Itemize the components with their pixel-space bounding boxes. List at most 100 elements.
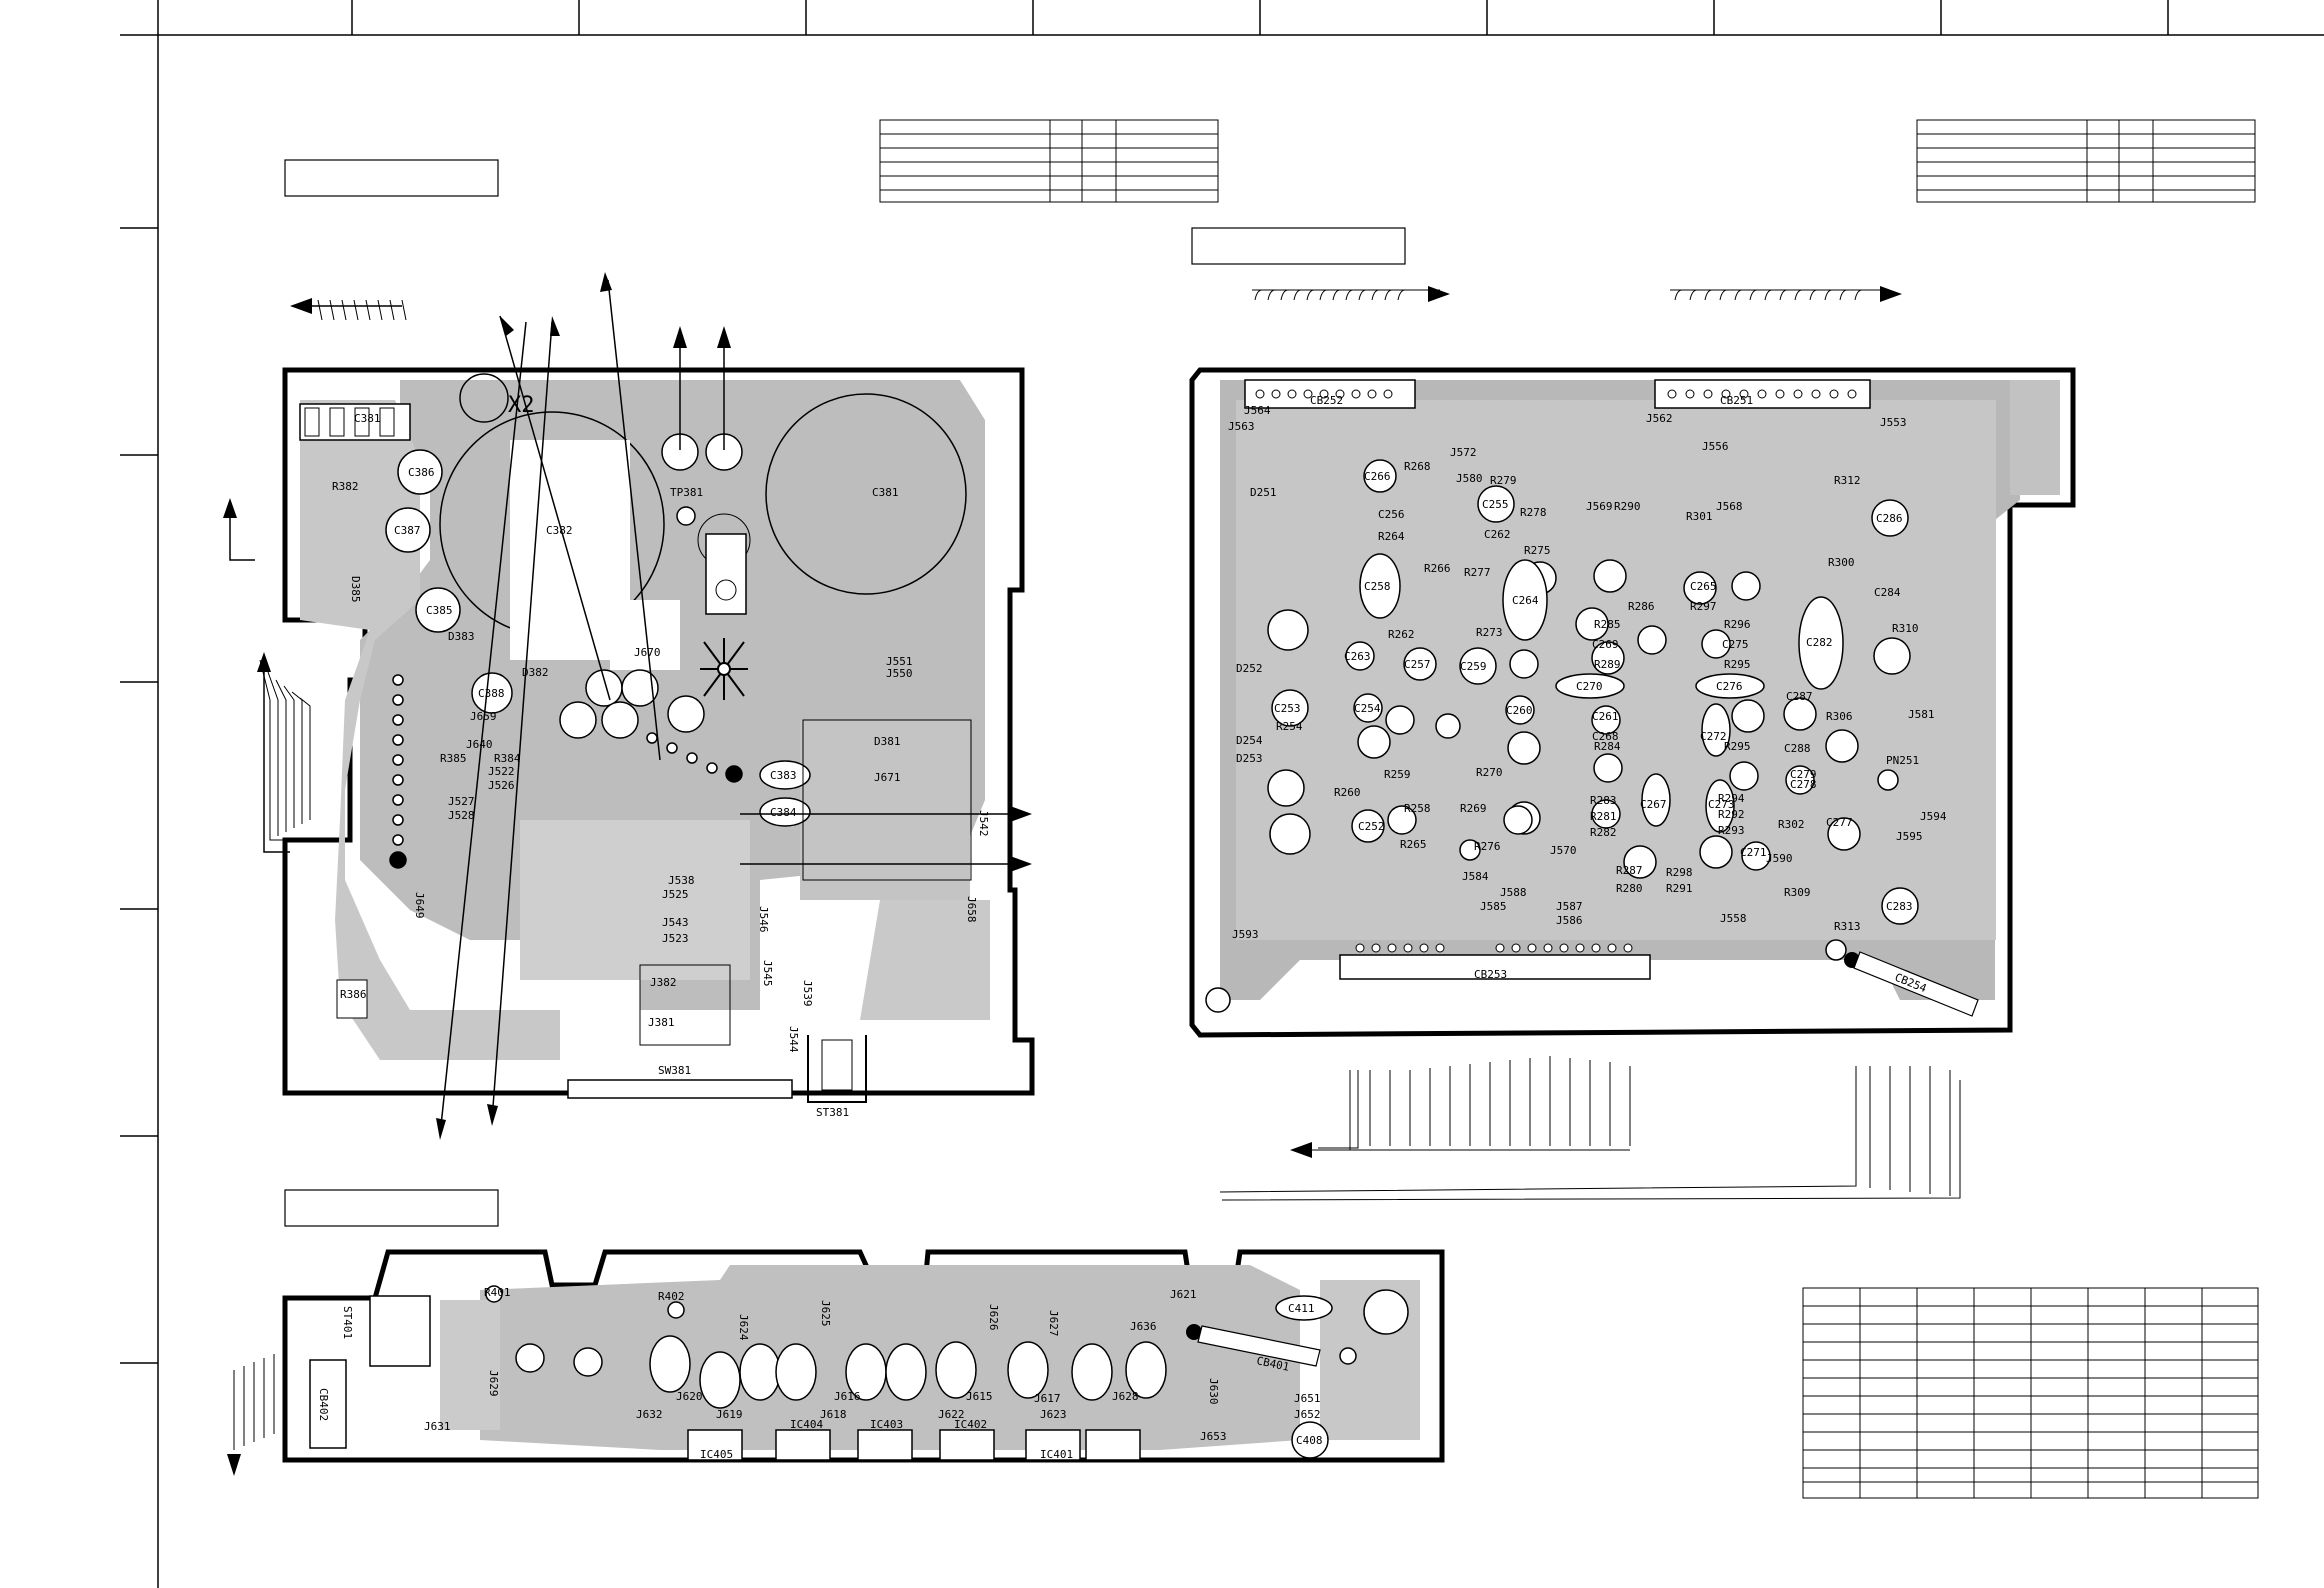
label-r289: R289 [1594, 658, 1621, 671]
label-j631: J631 [424, 1420, 451, 1433]
label-sw381: SW381 [658, 1064, 691, 1077]
label-c381-top: C381 [354, 412, 381, 425]
label-j587: J587 [1556, 900, 1583, 913]
label-r260: R260 [1334, 786, 1361, 799]
label-r302: R302 [1778, 818, 1805, 831]
label-j542: J542 [977, 810, 990, 837]
label-j544: J544 [787, 1026, 800, 1053]
label-box-display [284, 1189, 499, 1227]
label-c278: C278 [1790, 778, 1817, 791]
label-j585: J585 [1480, 900, 1507, 913]
power-arrows [229, 279, 1010, 1136]
label-r270: R270 [1476, 766, 1503, 779]
c386-capacitor [397, 449, 443, 495]
label-c382: C382 [546, 524, 573, 537]
label-r385: R385 [440, 752, 467, 765]
label-j625: J625 [819, 1300, 832, 1327]
label-j621: J621 [1170, 1288, 1197, 1301]
label-r401: R401 [484, 1286, 511, 1299]
label-r292: R292 [1718, 808, 1745, 821]
label-j545: J545 [761, 960, 774, 987]
label-c275: C275 [1722, 638, 1749, 651]
label-c269: C269 [1592, 638, 1619, 651]
label-r275: R275 [1524, 544, 1551, 557]
label-r310: R310 [1892, 622, 1919, 635]
label-r273: R273 [1476, 626, 1503, 639]
label-r293: R293 [1718, 824, 1745, 837]
label-r259: R259 [1384, 768, 1411, 781]
main-arrow-heads [1290, 286, 1902, 1158]
label-j616: J616 [834, 1390, 861, 1403]
label-boxes [284, 159, 1406, 1227]
reference-table-3 [1802, 1287, 2259, 1499]
main-wire-bundles [1219, 289, 1961, 1201]
page-frame [120, 0, 2324, 1588]
label-r265: R265 [1400, 838, 1427, 851]
label-r278: R278 [1520, 506, 1547, 519]
label-c288: C288 [1784, 742, 1811, 755]
label-c282: C282 [1806, 636, 1833, 649]
label-j570: J570 [1550, 844, 1577, 857]
label-j525: J525 [662, 888, 689, 901]
label-r258: R258 [1404, 802, 1431, 815]
label-cb252: CB252 [1310, 394, 1343, 407]
label-cb251: CB251 [1720, 394, 1753, 407]
label-r306: R306 [1826, 710, 1853, 723]
label-j543: J543 [662, 916, 689, 929]
label-j562: J562 [1646, 412, 1673, 425]
label-d251: D251 [1250, 486, 1277, 499]
label-c268: C268 [1592, 730, 1619, 743]
label-cb402: CB402 [317, 1388, 330, 1421]
label-j628: J628 [1112, 1390, 1139, 1403]
label-c284: C284 [1874, 586, 1901, 599]
label-j620: J620 [676, 1390, 703, 1403]
label-j381: J381 [648, 1016, 675, 1029]
power-relay [705, 533, 747, 615]
label-c261: C261 [1592, 710, 1619, 723]
label-r284: R284 [1594, 740, 1621, 753]
label-ic401: IC401 [1040, 1448, 1073, 1461]
label-j564: J564 [1244, 404, 1271, 417]
label-x2: X2 [508, 393, 535, 418]
label-box-power [284, 159, 499, 197]
label-j523: J523 [662, 932, 689, 945]
label-j558: J558 [1720, 912, 1747, 925]
label-j528: J528 [448, 809, 475, 822]
label-j653: J653 [1200, 1430, 1227, 1443]
display-knob [1363, 1289, 1409, 1335]
label-c387: C387 [394, 524, 421, 537]
label-r297: R297 [1690, 600, 1717, 613]
label-pn251: PN251 [1886, 754, 1919, 767]
c385-capacitor [415, 587, 461, 633]
label-st401: ST401 [341, 1306, 354, 1339]
c388-capacitor [471, 672, 513, 714]
label-c276: C276 [1716, 680, 1743, 693]
label-j569: J569 [1586, 500, 1613, 513]
label-j538: J538 [668, 874, 695, 887]
label-r276: R276 [1474, 840, 1501, 853]
display-arrow-head [227, 1454, 241, 1476]
label-r298: R298 [1666, 866, 1693, 879]
label-j568: J568 [1716, 500, 1743, 513]
label-c388: C388 [478, 687, 505, 700]
label-r301: R301 [1686, 510, 1713, 523]
label-r382: R382 [332, 480, 359, 493]
label-j580: J580 [1456, 472, 1483, 485]
label-c287: C287 [1786, 690, 1813, 703]
label-j595: J595 [1896, 830, 1923, 843]
label-d252: D252 [1236, 662, 1263, 675]
label-j623: J623 [1040, 1408, 1067, 1421]
label-c277: C277 [1826, 816, 1853, 829]
label-j553: J553 [1880, 416, 1907, 429]
label-tp381: TP381 [670, 486, 703, 499]
label-r285: R285 [1594, 618, 1621, 631]
label-r277: R277 [1464, 566, 1491, 579]
label-c266: C266 [1364, 470, 1391, 483]
label-j622: J622 [938, 1408, 965, 1421]
label-j563: J563 [1228, 420, 1255, 433]
label-c255: C255 [1482, 498, 1509, 511]
r386-resistor [336, 979, 368, 1019]
c387-capacitor [385, 507, 431, 553]
label-r282: R282 [1590, 826, 1617, 839]
label-j651: J651 [1294, 1392, 1321, 1405]
